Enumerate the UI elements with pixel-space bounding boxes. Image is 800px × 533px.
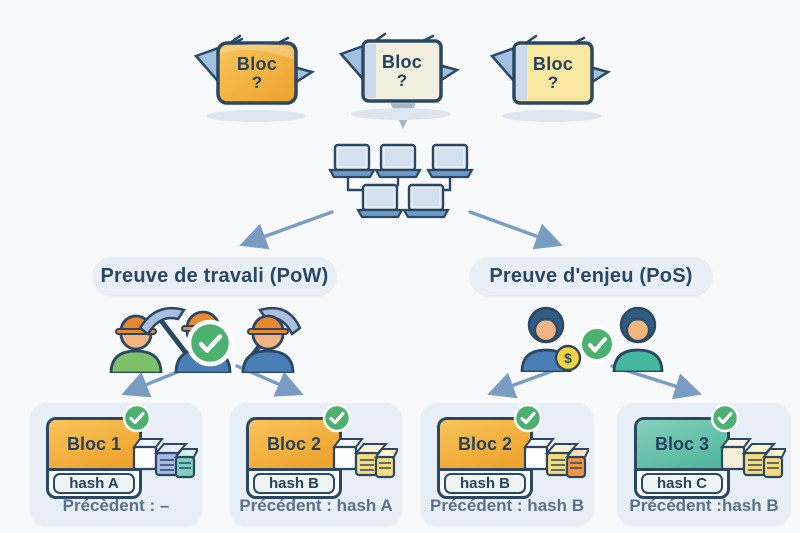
check-icon <box>186 319 234 367</box>
block-card-1: Bloc 1 hash A Précèdent : – <box>30 403 202 525</box>
block-hash-area: hash B <box>440 471 530 496</box>
mini-blocks-icon <box>332 438 398 479</box>
box-body <box>361 39 443 103</box>
hash-value: hash B <box>253 473 335 494</box>
dollar-sign: $ <box>564 350 572 366</box>
previous-hash-label: Précédent : hash B <box>430 496 584 515</box>
pow-label: Preuve de travali (PoW) <box>93 257 336 295</box>
block-card-2: Bloc 2 hash B Précédent : hash A <box>230 403 402 525</box>
laptop-icon <box>356 183 404 219</box>
check-icon <box>122 403 152 433</box>
block-card-3: Bloc 2 hash B Précédent : hash B <box>421 403 593 525</box>
box-shadow <box>351 108 451 120</box>
mystery-box-art <box>338 32 461 120</box>
question-mark: ? <box>547 72 559 92</box>
mystery-box-art <box>489 34 612 122</box>
block-label: Bloc <box>532 53 574 74</box>
mini-blocks-icon <box>523 438 589 479</box>
network-link-left <box>346 176 364 192</box>
block-hash-area: hash B <box>249 471 339 496</box>
mystery-block-text: Bloc ? <box>363 45 441 97</box>
mystery-block-3: Bloc ? <box>486 34 616 126</box>
block-title: Bloc 3 <box>637 420 727 471</box>
check-icon <box>578 325 616 363</box>
previous-hash-label: Précédent :hash B <box>629 496 779 515</box>
block-label: Bloc <box>381 51 423 72</box>
box-body <box>216 41 298 105</box>
laptop-icon <box>374 143 422 179</box>
network-illustration <box>328 143 474 219</box>
mystery-block-2: Bloc ? <box>335 32 465 124</box>
miner-figure <box>241 314 295 373</box>
pos-label: Preuve d'enjeu (PoS) <box>470 257 712 295</box>
box-shadow <box>206 110 306 122</box>
box-shine <box>221 44 293 59</box>
pos-label-text: Preuve d'enjeu (PoS) <box>489 264 693 287</box>
question-mark: ? <box>251 72 263 92</box>
blockchain-block: Bloc 2 hash B <box>246 417 342 499</box>
block-hash-area: hash C <box>637 471 727 496</box>
mystery-block-1: Bloc ? <box>190 34 320 126</box>
miners-illustration <box>109 306 302 373</box>
arrow-network-to-pos <box>468 210 563 250</box>
laptop-icon <box>402 183 450 219</box>
hash-value: hash A <box>53 473 135 494</box>
check-icon <box>710 403 740 433</box>
mystery-block-text: Bloc ? <box>218 47 296 99</box>
box-body <box>512 41 594 105</box>
laptop-icon <box>328 143 376 179</box>
block-card-4: Bloc 3 hash C Précédent :hash B <box>618 403 790 525</box>
box-inner-side <box>516 46 527 100</box>
block-title: Bloc 2 <box>249 420 339 471</box>
block-label: Bloc <box>236 53 278 74</box>
mystery-box-art <box>193 34 316 122</box>
previous-hash-label: Précèdent : – <box>62 496 170 515</box>
block-hash-area: hash A <box>49 471 139 496</box>
block-title: Bloc 1 <box>49 420 139 471</box>
pow-label-text: Preuve de travali (PoW) <box>100 264 329 287</box>
block-title: Bloc 2 <box>440 420 530 471</box>
check-icon <box>513 403 543 433</box>
previous-hash-label: Précédent : hash A <box>239 496 393 515</box>
dollar-coin-icon: $ <box>554 344 582 372</box>
blockchain-block: Bloc 1 hash A <box>46 417 142 499</box>
box-shadow <box>502 110 602 122</box>
blockchain-block: Bloc 2 hash B <box>437 417 533 499</box>
question-mark: ? <box>396 70 408 90</box>
hash-value: hash C <box>641 473 723 494</box>
box-inner-side <box>365 44 376 98</box>
blockchain-block: Bloc 3 hash C <box>634 417 730 499</box>
arrow-network-to-pow <box>239 210 334 250</box>
check-icon <box>322 403 352 433</box>
laptop-icon <box>426 143 474 179</box>
staker-figure <box>612 306 664 372</box>
mystery-block-text: Bloc ? <box>514 47 592 99</box>
stakers-illustration: $ <box>520 306 664 372</box>
mini-blocks-icon <box>720 438 786 479</box>
mini-blocks-icon <box>132 438 198 479</box>
hash-value: hash B <box>444 473 526 494</box>
